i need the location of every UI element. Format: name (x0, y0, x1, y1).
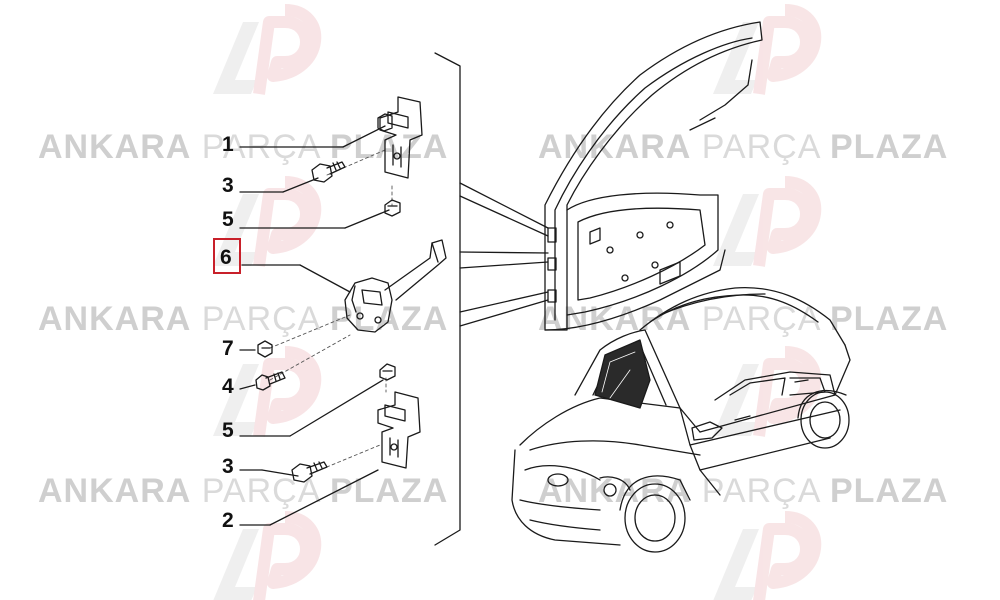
door-frame (544, 21, 763, 331)
watermark-logo (213, 511, 322, 600)
watermark-logo (713, 4, 822, 95)
callout-6: 6 (220, 246, 232, 269)
screw-part (255, 371, 286, 391)
callout-3: 3 (222, 174, 234, 197)
callout-4: 4 (222, 375, 234, 398)
upper-hinge-part (377, 96, 423, 179)
car-body (511, 286, 851, 553)
nut-part (257, 340, 273, 358)
watermark-logos (213, 4, 822, 600)
lower-hinge-part (377, 391, 421, 469)
watermark-logo (713, 176, 822, 267)
callout-5-lower: 5 (222, 419, 234, 442)
bracket-leaders (459, 182, 549, 327)
group-bracket (434, 52, 461, 546)
callout-5: 5 (222, 208, 234, 231)
bolt-part (311, 161, 346, 183)
watermark-logo (213, 176, 322, 267)
callout-leaders (239, 125, 390, 526)
callout-7: 7 (222, 337, 234, 360)
door-check-strap-part (344, 239, 447, 333)
highlight-box (213, 238, 241, 274)
watermark-logo (213, 4, 322, 95)
callout-2: 2 (222, 509, 234, 532)
cap-part (384, 199, 401, 217)
watermark-logo (713, 511, 822, 600)
cap-part-lower (379, 363, 396, 381)
callout-1: 1 (222, 133, 234, 156)
assembly-axes (269, 149, 393, 475)
bolt-part-lower (291, 461, 328, 483)
watermark-logo (213, 346, 322, 437)
callout-3-lower: 3 (222, 455, 234, 478)
